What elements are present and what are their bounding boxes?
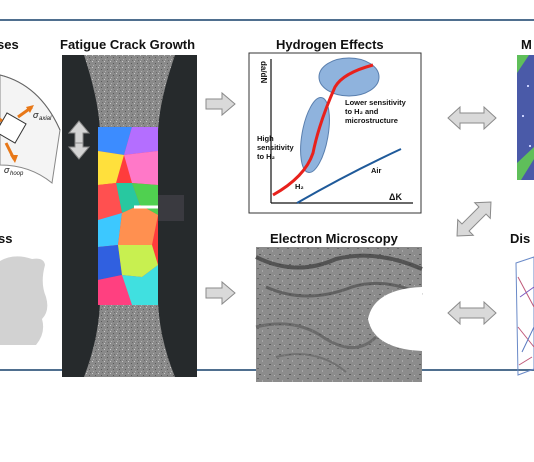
h2-curve xyxy=(272,63,374,197)
arrow-to-microscopy xyxy=(205,280,236,306)
svg-text:σ: σ xyxy=(33,110,39,120)
svg-text:sensitivity: sensitivity xyxy=(257,143,295,152)
h2-curve-label: H₂ xyxy=(295,182,304,191)
double-arrow-bottom xyxy=(447,300,497,326)
svg-text:σ: σ xyxy=(4,165,10,175)
m-panel-title: M xyxy=(521,37,532,52)
double-arrow-top xyxy=(447,105,497,131)
ellipse-lower-sensitivity xyxy=(318,57,380,97)
arrow-to-hydrogen xyxy=(205,91,236,117)
dis-panel-title: Dis xyxy=(510,231,531,246)
hydrogen-title: Hydrogen Effects xyxy=(276,37,384,52)
fatigue-specimen xyxy=(62,55,197,377)
label-lower-sensitivity: Lower sensitivity to H₂ and microstructu… xyxy=(345,98,407,125)
ss-title: ss xyxy=(0,231,13,246)
svg-text:to H₂ and: to H₂ and xyxy=(345,107,379,116)
double-arrow-diagonal xyxy=(456,201,492,237)
y-axis-label: da/dN xyxy=(259,61,268,83)
microscopy-title: Electron Microscopy xyxy=(270,231,398,246)
air-curve-label: Air xyxy=(371,166,382,175)
svg-text:High: High xyxy=(257,134,274,143)
electron-microscopy-image xyxy=(255,247,423,382)
fatigue-title: Fatigue Crack Growth xyxy=(60,37,196,52)
x-axis-label: ΔK xyxy=(389,192,402,202)
up-down-arrow-icon xyxy=(67,120,91,160)
svg-text:microstructure: microstructure xyxy=(345,116,398,125)
stress-element xyxy=(0,105,34,163)
sigma-axial-label: axial xyxy=(39,116,52,122)
hydrogen-effects-chart: da/dN ΔK Lower sensitivity to H₂ and mic… xyxy=(248,52,422,214)
grain-map xyxy=(98,127,184,305)
gray-specimen-shape xyxy=(0,256,48,345)
dis-panel-image xyxy=(515,256,534,376)
stresses-title: ses xyxy=(0,37,19,52)
stress-diagram: σ axial σ hoop xyxy=(0,74,61,184)
sigma-hoop-label: hoop xyxy=(10,171,24,177)
svg-text:Lower sensitivity: Lower sensitivity xyxy=(345,98,407,107)
svg-text:to H₂: to H₂ xyxy=(257,152,275,161)
crack-notch xyxy=(368,287,422,351)
m-panel-image xyxy=(517,55,534,180)
air-curve xyxy=(296,148,402,204)
label-high-sensitivity: High sensitivity to H₂ xyxy=(257,134,295,161)
